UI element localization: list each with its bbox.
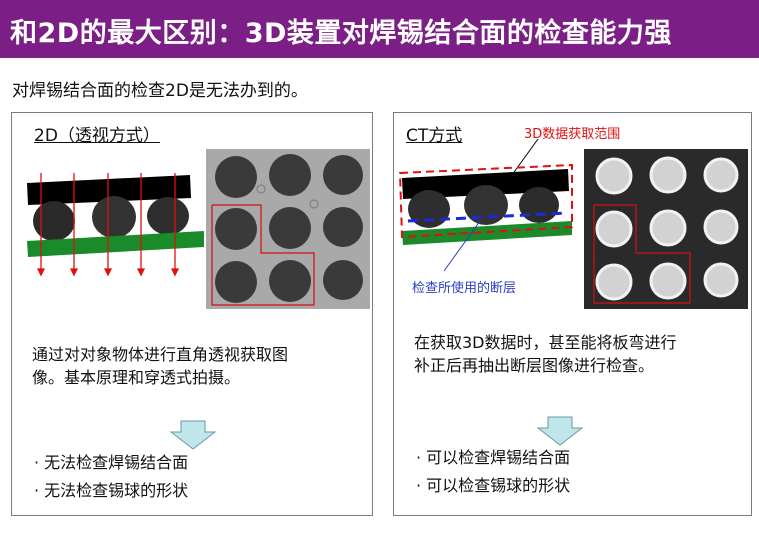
slice-label: 检查所使用的断层 bbox=[412, 281, 517, 296]
ct-slice-image bbox=[584, 149, 748, 309]
header-banner: 和2D的最大区别：3D装置对焊锡结合面的检查能力强 bbox=[0, 0, 759, 58]
panel-ct-bullets: · 可以检查焊锡结合面 · 可以检查锡球的形状 bbox=[416, 444, 570, 500]
down-arrow-icon bbox=[170, 420, 216, 450]
down-arrow-icon bbox=[537, 416, 583, 446]
panel-2d-title: 2D（透视方式） bbox=[34, 126, 160, 146]
intro-text: 对焊锡结合面的检查2D是无法办到的。 bbox=[12, 81, 308, 101]
2d-cross-section-diagram bbox=[27, 173, 204, 277]
top-component bbox=[27, 175, 191, 205]
ct-cross-section-diagram bbox=[398, 138, 573, 272]
panel-ct-description: 在获取3D数据时，甚至能将板弯进行 补正后再抽出断层图像进行检查。 bbox=[414, 333, 677, 375]
solder-ball bbox=[33, 201, 75, 241]
solder-ball bbox=[92, 196, 136, 238]
range-label: 3D数据获取范围 bbox=[524, 127, 621, 142]
list-item: · 可以检查焊锡结合面 bbox=[416, 448, 571, 467]
panel-2d: 2D（透视方式） 通过对对象物体进行直角透视获取图 像。基本原理和 bbox=[11, 112, 373, 516]
panel-2d-bullets: · 无法检查焊锡结合面 · 无法检查锡球的形状 bbox=[34, 449, 188, 505]
solder-ball bbox=[408, 190, 450, 228]
slice-pointer bbox=[443, 220, 481, 272]
panel-2d-description: 通过对对象物体进行直角透视获取图 像。基本原理和穿透式拍摄。 bbox=[32, 345, 289, 387]
inspection-region bbox=[211, 204, 315, 306]
range-pointer bbox=[511, 138, 539, 176]
page-title: 和2D的最大区别：3D装置对焊锡结合面的检查能力强 bbox=[10, 18, 672, 49]
list-item: · 无法检查焊锡结合面 bbox=[34, 453, 189, 472]
solder-ball bbox=[147, 197, 189, 235]
list-item: · 无法检查锡球的形状 bbox=[34, 481, 189, 500]
inspection-region bbox=[593, 204, 691, 304]
panel-ct: CT方式 3D数据获取范围 检查所使用的断层 在获取3D数据时，甚至能将板弯进行… bbox=[393, 112, 752, 516]
2d-xray-image bbox=[206, 149, 370, 309]
solder-ball bbox=[519, 187, 559, 223]
acquisition-range bbox=[398, 163, 573, 239]
panel-ct-title: CT方式 bbox=[406, 126, 463, 146]
substrate-board bbox=[27, 231, 204, 257]
list-item: · 可以检查锡球的形状 bbox=[416, 476, 571, 495]
solder-ball bbox=[464, 185, 508, 225]
xray-arrow-icon bbox=[36, 173, 180, 277]
inspection-slice bbox=[407, 211, 567, 223]
